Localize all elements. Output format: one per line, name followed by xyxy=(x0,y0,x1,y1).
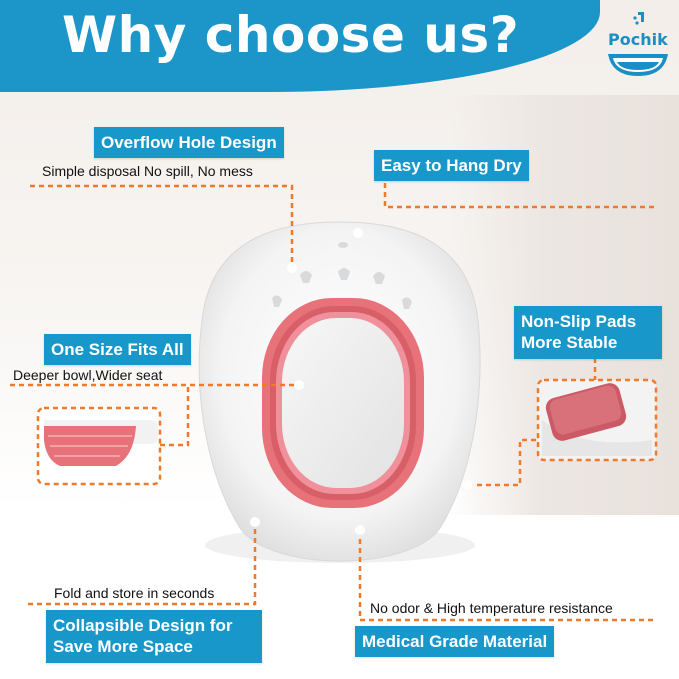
callout-dot xyxy=(353,228,363,238)
connector-nonslip-image xyxy=(468,438,538,487)
material-note: No odor & High temperature resistance xyxy=(370,600,613,616)
overflow-hole xyxy=(402,297,412,309)
overflow-hole xyxy=(338,268,350,280)
collapsible-note: Fold and store in seconds xyxy=(54,585,215,601)
non-slip-title: Non-Slip Pads More Stable xyxy=(514,306,662,359)
overflow-hole-title: Overflow Hole Design xyxy=(94,127,284,159)
connector-collapsible xyxy=(28,522,257,606)
one-size-title: One Size Fits All xyxy=(44,334,191,366)
collapsible-title: Collapsible Design for Save More Space xyxy=(46,610,262,663)
brand-name: Pochik xyxy=(608,30,668,49)
callout-dot xyxy=(355,525,365,535)
non-slip-line2: More Stable xyxy=(521,333,618,353)
overflow-hole xyxy=(338,242,348,248)
overflow-hole xyxy=(300,271,312,283)
callout-dot xyxy=(294,380,304,390)
connector-size-image xyxy=(160,385,190,447)
material-title: Medical Grade Material xyxy=(355,626,555,658)
brand-logo: Pochik xyxy=(602,8,674,78)
overflow-hole xyxy=(373,272,385,284)
non-slip-line1: Non-Slip Pads xyxy=(521,312,637,331)
overflow-hole-note: Simple disposal No spill, No mess xyxy=(42,163,253,179)
callout-dot xyxy=(250,517,260,527)
inset-folded-bowl xyxy=(36,406,162,486)
callout-dot xyxy=(287,263,297,273)
connector-material xyxy=(358,530,655,622)
page-title: Why choose us? xyxy=(62,6,520,64)
one-size-note: Deeper bowl,Wider seat xyxy=(13,367,163,383)
inset-non-slip-pad xyxy=(536,378,658,462)
connector-overflow xyxy=(30,184,294,262)
basin xyxy=(282,318,404,488)
collapsible-line1: Collapsible Design for xyxy=(53,616,233,635)
hang-dry-title: Easy to Hang Dry xyxy=(374,150,529,182)
collapsible-line2: Save More Space xyxy=(53,637,193,657)
bowl-faucet-icon xyxy=(608,12,668,76)
callout-dot xyxy=(463,480,473,490)
connector-hang xyxy=(383,183,655,209)
overflow-hole xyxy=(272,295,282,307)
